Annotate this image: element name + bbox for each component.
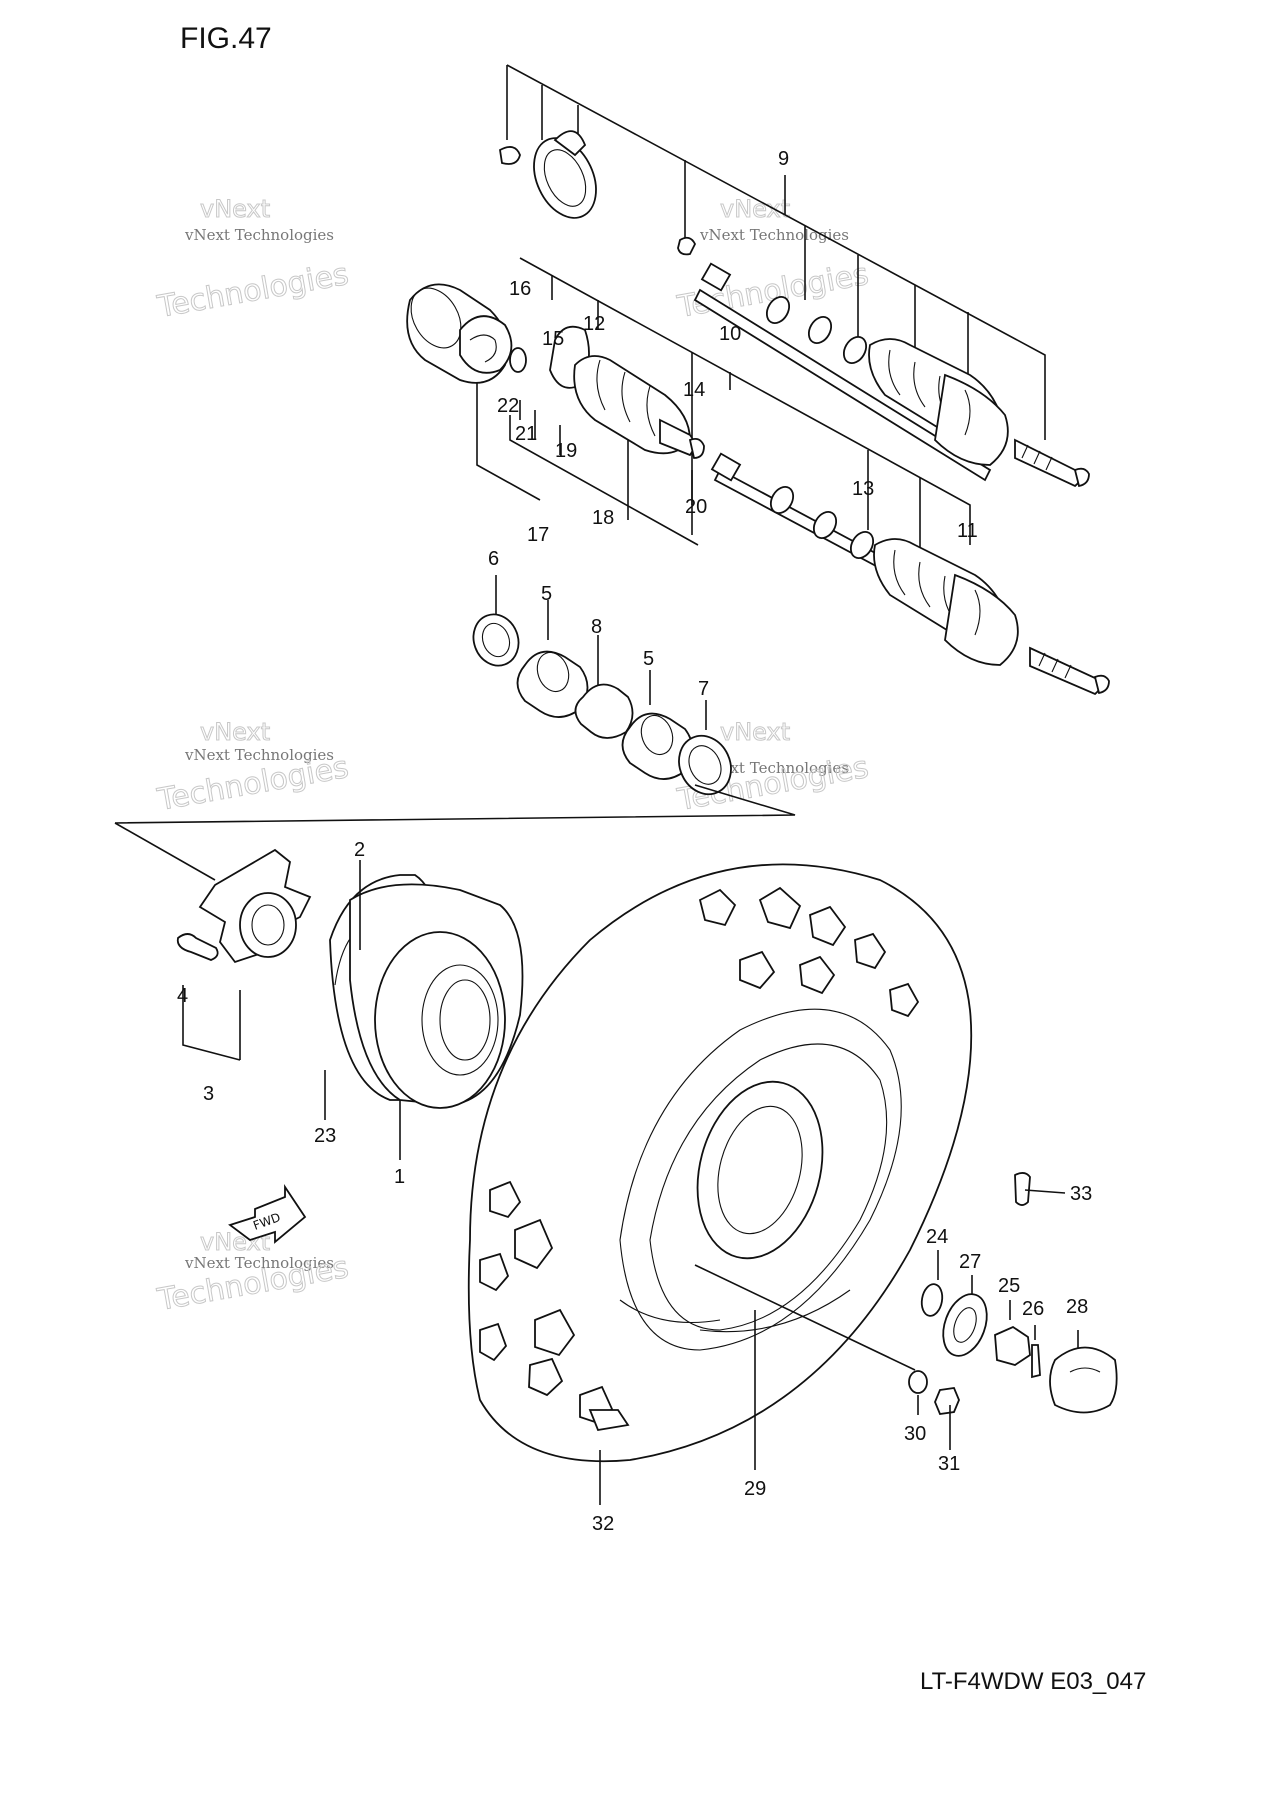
hub-assembly [114, 822, 312, 1061]
callout-2: 2 [354, 839, 365, 861]
svg-text:Technologies: Technologies [154, 257, 351, 325]
svg-text:vNext Technologies: vNext Technologies [184, 226, 334, 244]
svg-text:vNext Technologies: vNext Technologies [184, 1254, 334, 1272]
watermark: vNext vNext Technologies Technologies [154, 1228, 352, 1319]
callout-4: 4 [177, 985, 188, 1007]
callout-6: 6 [488, 548, 499, 570]
wheel-tire [467, 863, 973, 1505]
callout-3: 3 [203, 1083, 214, 1105]
watermark: vNext vNext Technologies Technologies [154, 718, 352, 819]
drive-shaft-upper [499, 64, 1090, 488]
figure-title: FIG.47 [180, 22, 272, 55]
callout-21: 21 [515, 423, 537, 445]
callout-10: 10 [719, 323, 741, 345]
svg-text:vNext: vNext [200, 718, 270, 746]
callout-8: 8 [591, 616, 602, 638]
brake-drum [324, 860, 524, 1160]
callout-16: 16 [509, 278, 531, 300]
callout-15: 15 [542, 328, 564, 350]
callout-5b: 5 [643, 648, 654, 670]
callout-30: 30 [904, 1423, 926, 1445]
fwd-arrow-icon: FWD [228, 1184, 307, 1244]
callout-12: 12 [583, 313, 605, 335]
callout-1: 1 [394, 1166, 405, 1188]
callout-23: 23 [314, 1125, 336, 1147]
svg-text:vNext: vNext [200, 195, 270, 223]
callout-28: 28 [1066, 1296, 1088, 1318]
callout-5a: 5 [541, 583, 552, 605]
bearings-seals [114, 575, 796, 824]
callout-20: 20 [685, 496, 707, 518]
callout-26: 26 [1022, 1298, 1044, 1320]
callout-33: 33 [1070, 1183, 1092, 1205]
drive-shaft-lower [406, 257, 1110, 696]
callout-29: 29 [744, 1478, 766, 1500]
svg-text:vNext: vNext [720, 718, 790, 746]
watermark: vNext vNext Technologies Technologies [154, 195, 352, 326]
wheel-hardware [694, 1172, 1118, 1450]
callout-17: 17 [527, 524, 549, 546]
callout-32: 32 [592, 1513, 614, 1535]
callout-13: 13 [852, 478, 874, 500]
callout-14: 14 [683, 379, 705, 401]
callout-9: 9 [778, 148, 789, 170]
callout-labels: 1 2 3 4 5 5 6 7 8 9 10 11 12 13 14 15 16… [177, 148, 1092, 1535]
svg-text:vNext Technologies: vNext Technologies [699, 226, 849, 244]
callout-19: 19 [555, 440, 577, 462]
figure-code: LT-F4WDW E03_047 [920, 1668, 1147, 1695]
svg-text:vNext Technologies: vNext Technologies [184, 746, 334, 764]
callout-22: 22 [497, 395, 519, 417]
svg-text:vNext Technologies: vNext Technologies [699, 759, 849, 777]
callout-11: 11 [957, 520, 978, 542]
callout-18: 18 [592, 507, 614, 529]
callout-7: 7 [698, 678, 709, 700]
callout-27: 27 [959, 1251, 981, 1273]
callout-25: 25 [998, 1275, 1020, 1297]
callout-24: 24 [926, 1226, 948, 1248]
callout-31: 31 [938, 1453, 960, 1475]
